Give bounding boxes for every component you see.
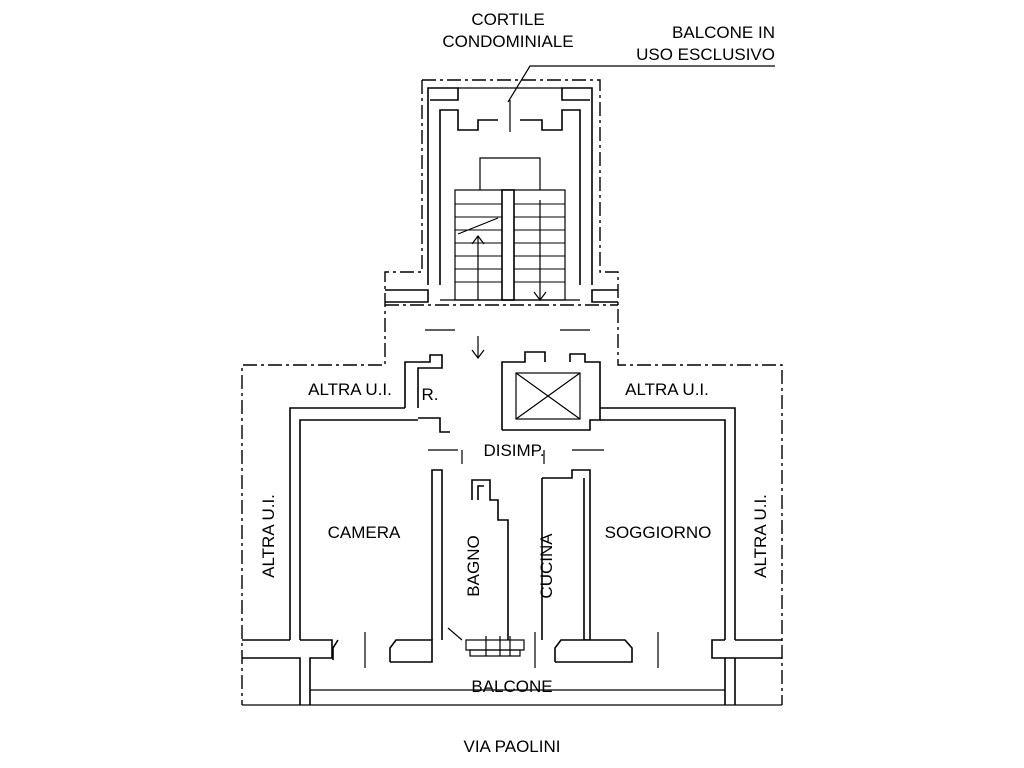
unit-walls [242,407,782,706]
altra-ui-top-right-label: ALTRA U.I. [625,380,709,399]
room-labels: CORTILE CONDOMINIALE BALCONE IN USO ESCL… [259,10,775,756]
balcone-uso-label-line1: BALCONE IN [672,23,775,42]
cucina-label: CUCINA [537,533,556,599]
disimpegno-doors [428,449,604,464]
entry-landing [404,329,590,433]
property-boundary [241,79,783,705]
altra-ui-left-label: ALTRA U.I. [259,494,278,578]
bagno-label: BAGNO [464,535,483,596]
cortile-label-line2: CONDOMINIALE [442,32,573,51]
balcone-uso-label-line2: USO ESCLUSIVO [636,45,775,64]
camera-label: CAMERA [328,523,401,542]
soggiorno-label: SOGGIORNO [605,523,712,542]
ripostiglio-label: R. [422,385,439,404]
elevator [501,351,601,431]
street-label: VIA PAOLINI [463,737,560,756]
stairwell [385,65,775,303]
altra-ui-right-label: ALTRA U.I. [751,494,770,578]
balcone-label: BALCONE [471,677,552,696]
internal-walls [332,469,659,668]
altra-ui-top-left-label: ALTRA U.I. [308,380,392,399]
stair-treads [454,189,566,301]
cortile-label-line1: CORTILE [471,10,544,29]
disimpegno-label: DISIMP. [483,441,544,460]
